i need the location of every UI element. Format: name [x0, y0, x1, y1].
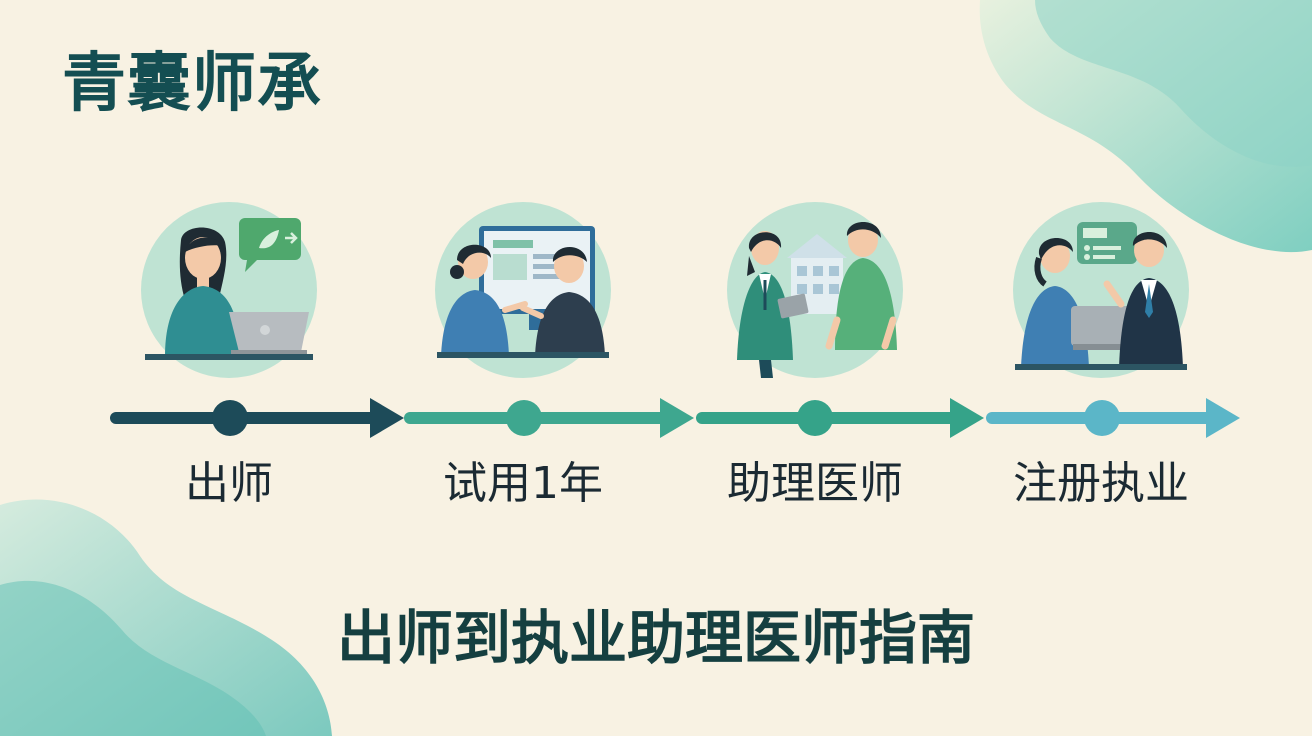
step-label-1: 出师 [185, 458, 273, 509]
brand-title: 青囊师承 [62, 47, 322, 121]
step-label-3: 助理医师 [727, 458, 903, 509]
step-2: 试用1年 [393, 200, 653, 530]
step-4: 注册执业 [971, 200, 1231, 530]
step-3: 助理医师 [685, 200, 945, 530]
mentor-screen-icon [435, 202, 611, 378]
step-1: 出师 [99, 200, 359, 530]
step-label-2: 试用1年 [443, 458, 603, 509]
main-heading: 出师到执业助理医师指南 [336, 604, 975, 672]
hospital-doctors-icon [727, 202, 903, 378]
registration-meeting-icon [1013, 202, 1189, 378]
student-laptop-icon [141, 202, 317, 378]
step-label-4: 注册执业 [1013, 458, 1189, 509]
